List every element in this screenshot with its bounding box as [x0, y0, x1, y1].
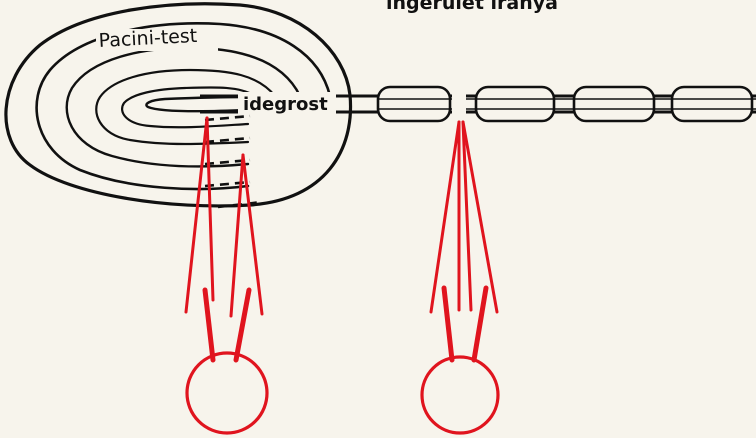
- left-lead-1: [186, 118, 207, 312]
- nerve-fiber: idegrost: [200, 87, 756, 121]
- left-lead-3: [231, 155, 243, 316]
- lamella-5: [122, 87, 255, 127]
- right-stem-2: [474, 288, 486, 360]
- myelin-segment-1: [378, 87, 450, 121]
- right-stem-1: [444, 288, 452, 360]
- left-lead-2: [207, 118, 213, 300]
- cut-mark-1: [205, 116, 250, 120]
- left-meter: [187, 353, 267, 433]
- myelin-segment-2: [476, 87, 554, 121]
- myelin-segment-3: [574, 87, 654, 121]
- lamella-inner: [146, 97, 248, 111]
- right-lead-1: [431, 122, 459, 312]
- myelin-segments: [378, 87, 752, 121]
- right-electrode: [422, 122, 498, 433]
- left-lead-4: [243, 155, 262, 314]
- fiber-label: idegrost: [243, 94, 328, 115]
- top-caption: ingerület iránya: [386, 0, 558, 14]
- fiber-node-gap: [452, 94, 466, 114]
- myelin-segment-4: [672, 87, 752, 121]
- corpuscle-cut-marks: [205, 116, 262, 207]
- left-stem-2: [236, 290, 249, 360]
- right-meter: [422, 357, 498, 433]
